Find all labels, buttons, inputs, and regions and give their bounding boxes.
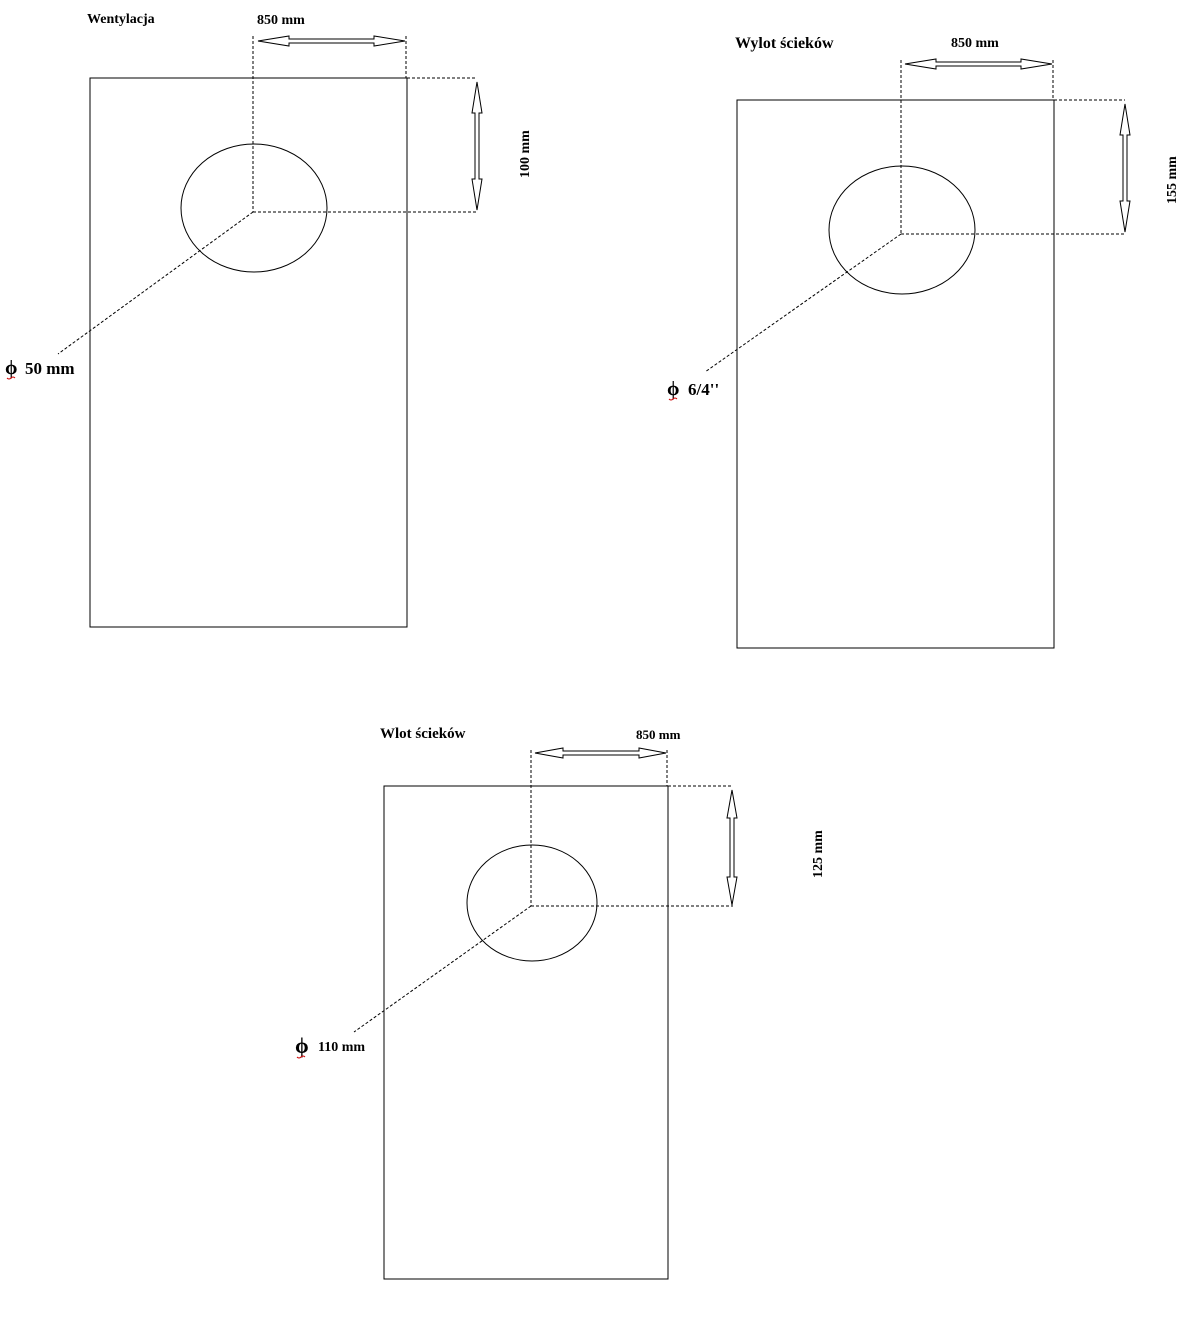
horizontal-dimension-arrow [257,35,406,47]
ventilation-hole [180,143,328,273]
horizontal-dimension-arrow [534,747,667,759]
waste-outlet-panel [736,99,1055,649]
waste-outlet-hole [828,165,976,295]
vertical-dimension-label: 155 mm [1165,156,1180,204]
vertical-dimension-label: 125 mm [811,830,826,878]
waste-inlet-diagram: Wlot ścieków 850 mm 125 mm ϕ 110 mm [295,726,826,1280]
horizontal-dimension-arrow [904,58,1053,70]
diameter-symbol-underline [6,376,16,380]
waste-inlet-panel [383,785,669,1280]
ventilation-diagram: Wentylacja 850 mm 100 mm ϕ 50 mm [5,12,533,628]
diameter-symbol-underline [296,1055,306,1059]
waste-outlet-diagram: Wylot ścieków 850 mm 155 mm ϕ 6/4'' [667,35,1180,649]
waste-inlet-title: Wlot ścieków [380,726,466,742]
horizontal-dimension-label: 850 mm [951,36,999,51]
horizontal-dimension-label: 850 mm [636,727,681,742]
diameter-label: 6/4'' [688,380,719,399]
diameter-label: 50 mm [25,359,75,378]
diameter-symbol-underline [668,397,678,401]
diameter-symbol: ϕ [5,357,17,379]
waste-outlet-title: Wylot ścieków [735,35,834,52]
diameter-leader [353,905,532,1033]
vertical-dimension-arrow [1119,103,1131,233]
ventilation-title: Wentylacja [87,12,155,27]
diameter-symbol: ϕ [667,378,679,400]
vertical-dimension-arrow [726,789,738,906]
vertical-dimension-arrow [471,81,483,211]
diameter-label: 110 mm [318,1040,365,1055]
vertical-dimension-label: 100 mm [518,130,533,178]
horizontal-dimension-label: 850 mm [257,13,305,28]
ventilation-panel [89,77,408,628]
diameter-symbol: ϕ [295,1033,309,1058]
diameter-leader [57,211,254,355]
diameter-leader [704,233,902,373]
waste-inlet-hole [466,844,598,962]
